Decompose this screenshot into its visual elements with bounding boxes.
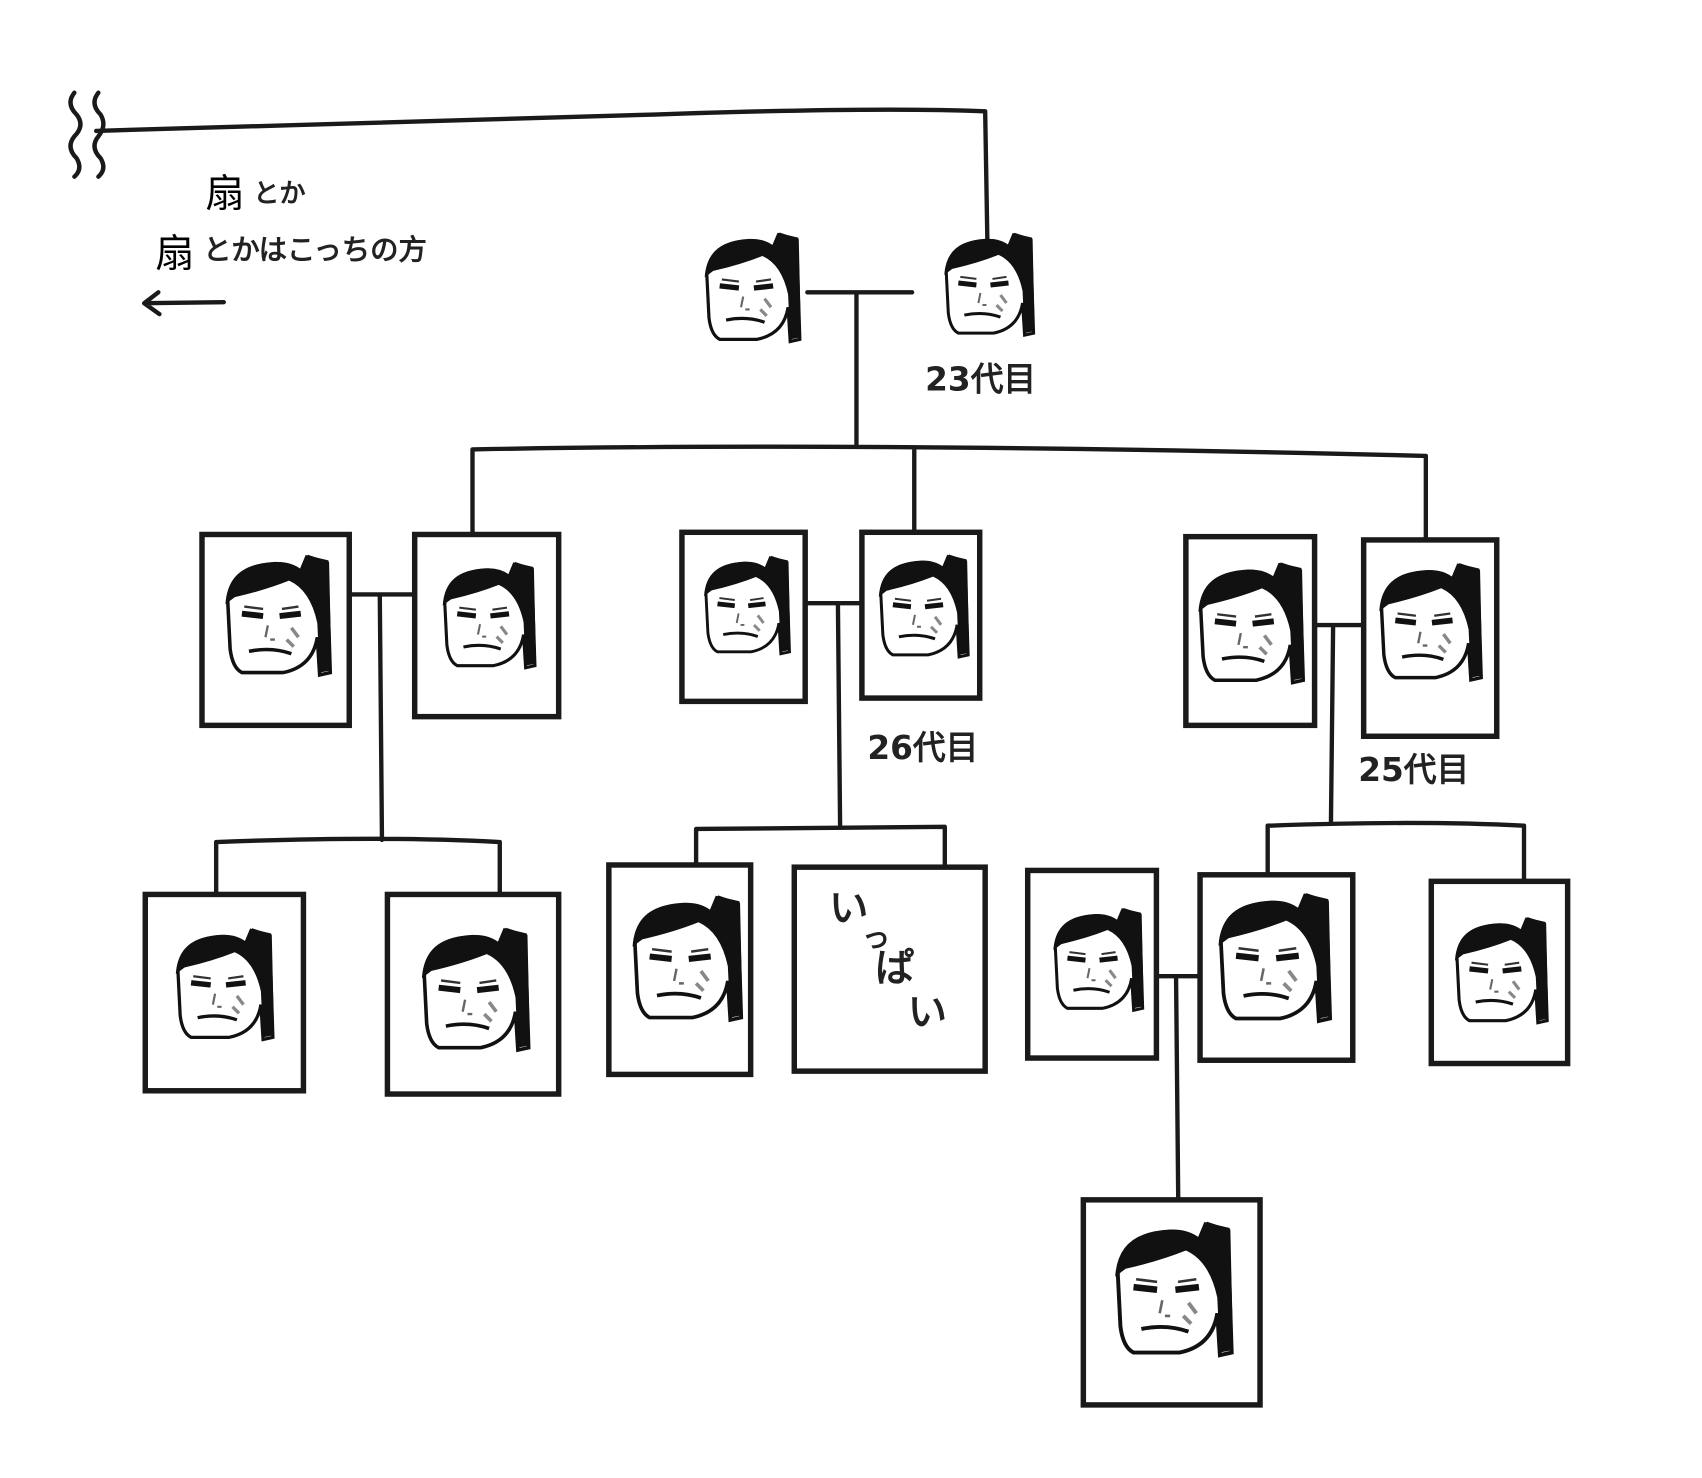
generation-label-25: 25代目 [1358,751,1469,789]
annotation-kanji-1: 扇 [205,172,244,217]
person-frame [199,531,352,729]
person-frame [1080,1197,1263,1408]
person-frame [1428,878,1571,1067]
person-frame [1024,867,1160,1061]
person-frame [606,862,754,1078]
generation-label-23: 23代目 [925,360,1036,398]
arrow-left-icon [141,290,226,317]
svg-text:ぱ: ぱ [875,947,914,992]
placeholder-frame-many: い っ ぱ い [791,864,988,1074]
svg-text:い: い [829,887,868,932]
person-frame [384,891,562,1097]
annotation: 扇 とか 扇 とかはこっちの方 [141,172,427,317]
annotation-kanji-2: 扇 [155,232,194,277]
person-frame [1197,872,1356,1063]
person-frame [679,529,808,705]
person-frame [411,531,562,720]
person-frame [142,891,307,1094]
person-frame [1183,533,1318,729]
svg-text:い: い [908,990,947,1035]
person-portrait-23rd [944,233,1034,335]
person-frame-26th [859,529,983,701]
ancestor-line [68,90,990,243]
connector-lines [213,290,1527,1203]
generation-label-26: 26代目 [867,729,978,767]
annotation-text-1: とか [253,179,305,209]
person-frame-25th [1360,537,1500,739]
annotation-text-2: とかはこっちの方 [203,234,427,267]
svg-text:っ: っ [862,921,890,954]
person-portrait [705,232,801,341]
